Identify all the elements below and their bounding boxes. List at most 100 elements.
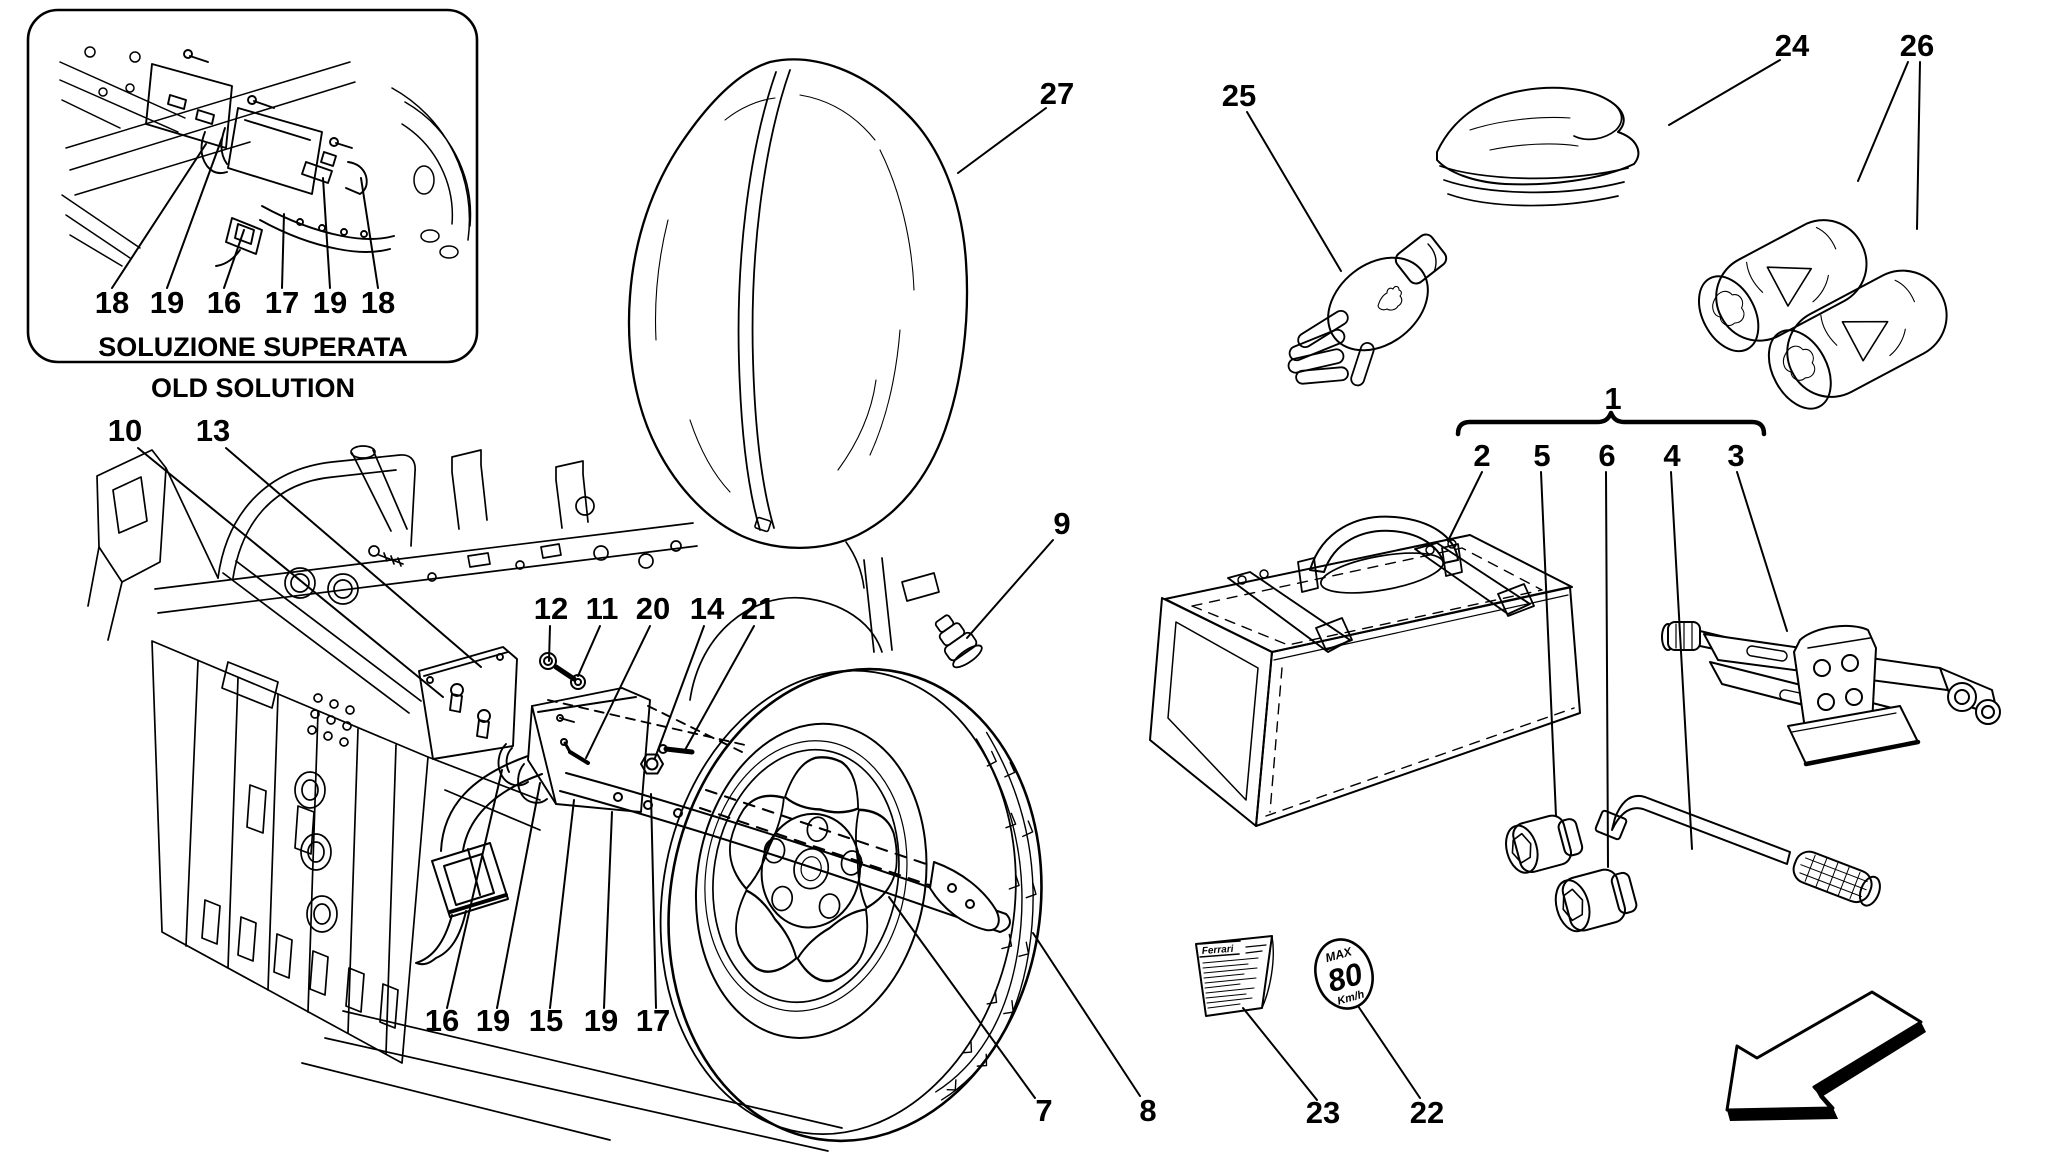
tread-edge [659, 669, 1017, 1136]
arrow-shadow-bottom [1727, 1108, 1838, 1121]
socket-small [1505, 814, 1584, 874]
sticker-oval [1314, 938, 1374, 1010]
callout-1: 1 [1604, 381, 1621, 416]
hub-face [760, 812, 862, 929]
small-hardware [539, 652, 695, 775]
lug-holes [763, 816, 863, 919]
inset-hook-19a [200, 127, 228, 175]
inset-callout-19-left: 19 [150, 285, 184, 320]
zipper-pull [754, 516, 772, 533]
callout-17: 17 [636, 1003, 670, 1038]
inset-callout-18-left: 18 [95, 285, 129, 320]
strap-end-tongue [929, 861, 1000, 932]
glove-fingers [1287, 309, 1375, 387]
screw-11-head [570, 674, 586, 690]
inset-panel: 18 19 16 17 19 18 SOLUZIONE SUPERATA OLD… [26, 8, 479, 403]
callout-25: 25 [1222, 78, 1256, 113]
inset-brackets-straps [145, 49, 395, 267]
bag-strap-left-loop [1315, 617, 1353, 651]
callout-19b: 19 [584, 1003, 618, 1038]
callout-15: 15 [529, 1003, 563, 1038]
inset-border [26, 8, 479, 364]
cloth-layers [1439, 165, 1629, 207]
roll-triangle-mark [1766, 266, 1812, 307]
wheel-wrench [1594, 795, 1881, 907]
socket-large [1554, 868, 1638, 933]
storage-roll-front [1767, 269, 1948, 410]
callout-8: 8 [1139, 1093, 1156, 1128]
callout-4: 4 [1663, 438, 1681, 473]
callout-11: 11 [586, 591, 619, 626]
hook-clip-19 [517, 763, 548, 804]
group-1-brace [1455, 410, 1767, 437]
glove-cuff [1394, 233, 1448, 285]
callout-22: 22 [1410, 1095, 1444, 1130]
callout-19a: 19 [476, 1003, 510, 1038]
callout-2: 2 [1473, 438, 1490, 473]
roll-triangle-mark [1841, 320, 1889, 362]
inset-caption-italian: SOLUZIONE SUPERATA [98, 332, 408, 362]
tire-tread [935, 731, 1037, 1101]
hook-clip-16 [497, 743, 529, 787]
wrench-shaft [1611, 795, 1791, 865]
bag-strap-right [1414, 542, 1531, 615]
direction-arrow [1725, 990, 1926, 1121]
leader-lines [137, 59, 1921, 1101]
prancing-horse-mark [1377, 285, 1403, 311]
bag-end-inset [1167, 621, 1259, 801]
handle-mount-left [1297, 557, 1319, 593]
cover-creases [654, 94, 915, 493]
sidewall [694, 722, 928, 1039]
callout-23: 23 [1306, 1095, 1340, 1130]
callout-21: 21 [741, 591, 775, 626]
callout-12: 12 [534, 591, 568, 626]
inset-callout-18-right: 18 [361, 285, 395, 320]
callout-27: 27 [1040, 76, 1074, 111]
bracket-plate-10 [418, 646, 518, 760]
inset-caption-english: OLD SOLUTION [151, 373, 355, 403]
chassis-drawing [87, 445, 940, 1152]
rim-spoke-windows [729, 756, 898, 983]
inset-callout-17: 17 [265, 285, 299, 320]
screw-11-shaft [553, 664, 577, 682]
callout-7: 7 [1035, 1093, 1052, 1128]
bag-top-face [1164, 534, 1573, 653]
hub-bore [793, 847, 830, 890]
strap-hidden-section [699, 789, 1000, 932]
tire-outline [667, 667, 1043, 1143]
cloth-outline [1436, 86, 1640, 186]
callout-24: 24 [1775, 28, 1810, 63]
inset-callout-16: 16 [207, 285, 241, 320]
callout-6: 6 [1598, 438, 1615, 473]
bag-front-face [1255, 586, 1581, 827]
tool-roll-cloth [1436, 86, 1640, 207]
strap-to-buckle [440, 755, 543, 861]
callout-20: 20 [636, 591, 670, 626]
frame-hoop [217, 454, 416, 579]
inset-bracket-box [227, 107, 323, 195]
callout-9: 9 [1053, 506, 1070, 541]
callout-5: 5 [1533, 438, 1550, 473]
inset-leader-lines [111, 137, 379, 289]
storage-roll-back [1698, 219, 1868, 353]
glove-thumb [1350, 342, 1375, 387]
rim-lip [712, 748, 900, 1004]
callout-13: 13 [196, 413, 230, 448]
callout-16: 16 [425, 1003, 459, 1038]
callout-3: 3 [1727, 438, 1744, 473]
toolkit-bag [1149, 515, 1581, 827]
inset-callout-19-right: 19 [313, 285, 347, 320]
warranty-booklet-sticker: Ferrari [1195, 935, 1274, 1017]
inset-buckle [225, 217, 263, 255]
inset-bracket-plate [145, 63, 233, 149]
inset-spacer-19b [301, 161, 333, 184]
bag-handle [1309, 515, 1459, 573]
bag-front-stitching [1265, 667, 1575, 817]
spare-wheel-cover [627, 58, 969, 589]
callout-14: 14 [690, 591, 725, 626]
cover-zipper-seam [737, 69, 791, 531]
arrow-shadow-side [1814, 1022, 1926, 1098]
callout-26: 26 [1900, 28, 1934, 63]
pin-20 [568, 750, 590, 765]
